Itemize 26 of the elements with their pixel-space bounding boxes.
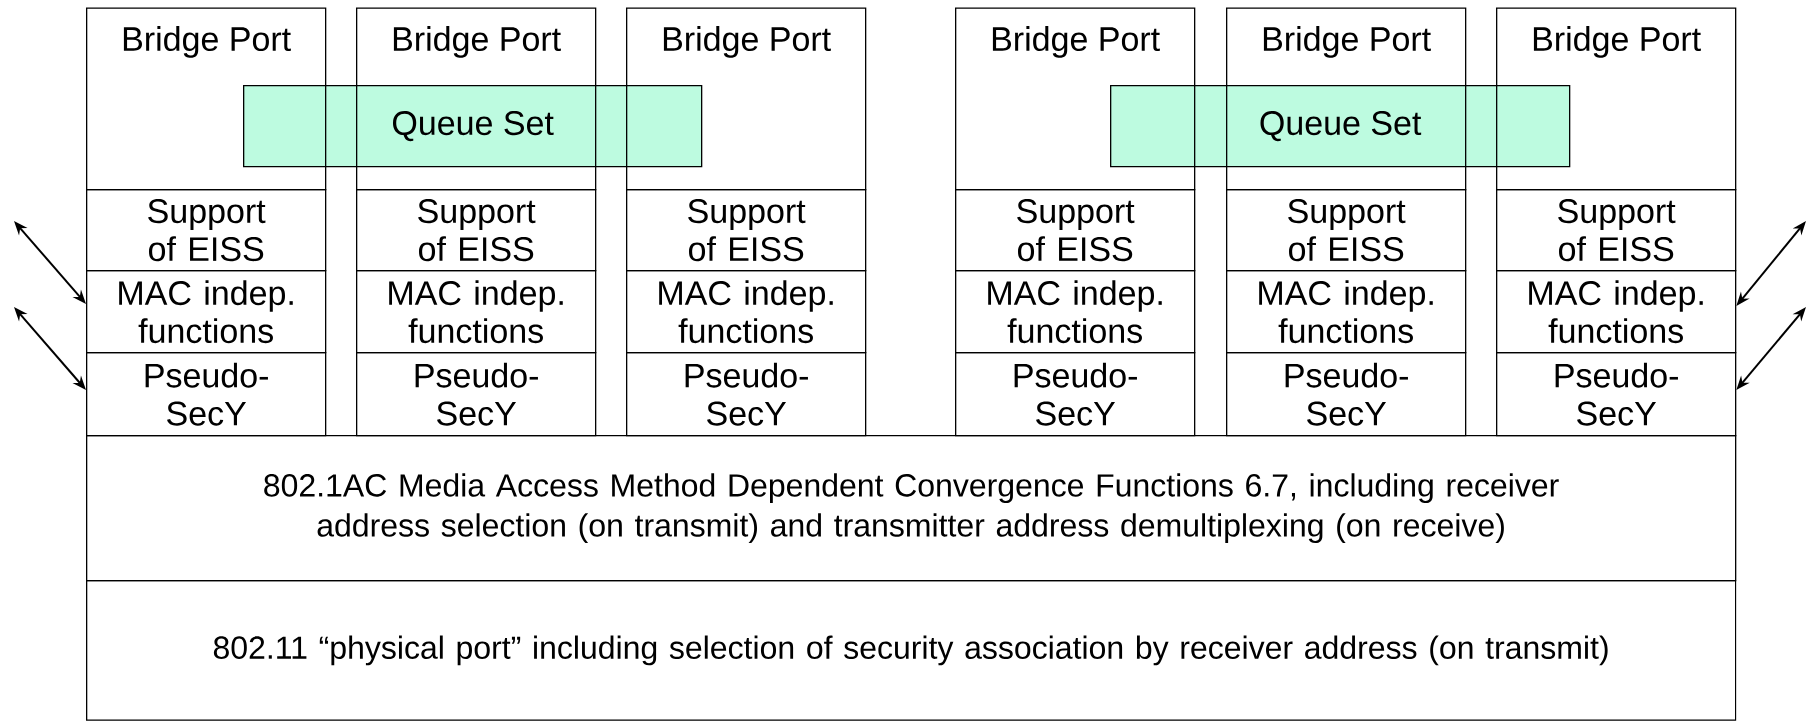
bridge-port-box: Bridge Port — [86, 7, 327, 191]
layer-box: MAC indep. functions — [626, 270, 867, 354]
layer-box: Support of EISS — [356, 189, 597, 272]
layer-box: Support of EISS — [955, 189, 1196, 272]
layer-box: Pseudo-SecY — [1496, 352, 1737, 437]
layer-box: Pseudo-SecY — [626, 352, 867, 437]
layer-box: MAC indep. functions — [955, 270, 1196, 354]
layer-box: MAC indep. functions — [1226, 270, 1467, 354]
layer-box: 802.11 “physical port” including selection of security association by receiver address (on transmit) — [86, 580, 1737, 721]
bridge-port-box: Bridge Port — [626, 7, 867, 191]
layer-box: Pseudo-SecY — [356, 352, 597, 437]
queue-set-box: Queue Set — [243, 85, 703, 168]
queue-set-box: Queue Set — [1110, 85, 1571, 168]
layer-box: Support of EISS — [626, 189, 867, 272]
layer-box: Support of EISS — [1226, 189, 1467, 272]
layer-box: Pseudo-SecY — [86, 352, 327, 437]
layer-box: Pseudo-SecY — [1226, 352, 1467, 437]
bridge-port-box: Bridge Port — [1496, 7, 1737, 191]
layer-box: Support of EISS — [86, 189, 327, 272]
layer-box: Support of EISS — [1496, 189, 1737, 272]
bridge-port-box: Bridge Port — [955, 7, 1196, 191]
layer-box: 802.1AC Media Access Method Dependent Convergence Functions 6.7, including receiver address selection (on transmit) and transmitter address demultiplexing (on receive) — [86, 435, 1737, 582]
layer-box: MAC indep. functions — [356, 270, 597, 354]
layer-box: MAC indep. functions — [86, 270, 327, 354]
layer-box: Pseudo-SecY — [955, 352, 1196, 437]
layer-box: MAC indep. functions — [1496, 270, 1737, 354]
